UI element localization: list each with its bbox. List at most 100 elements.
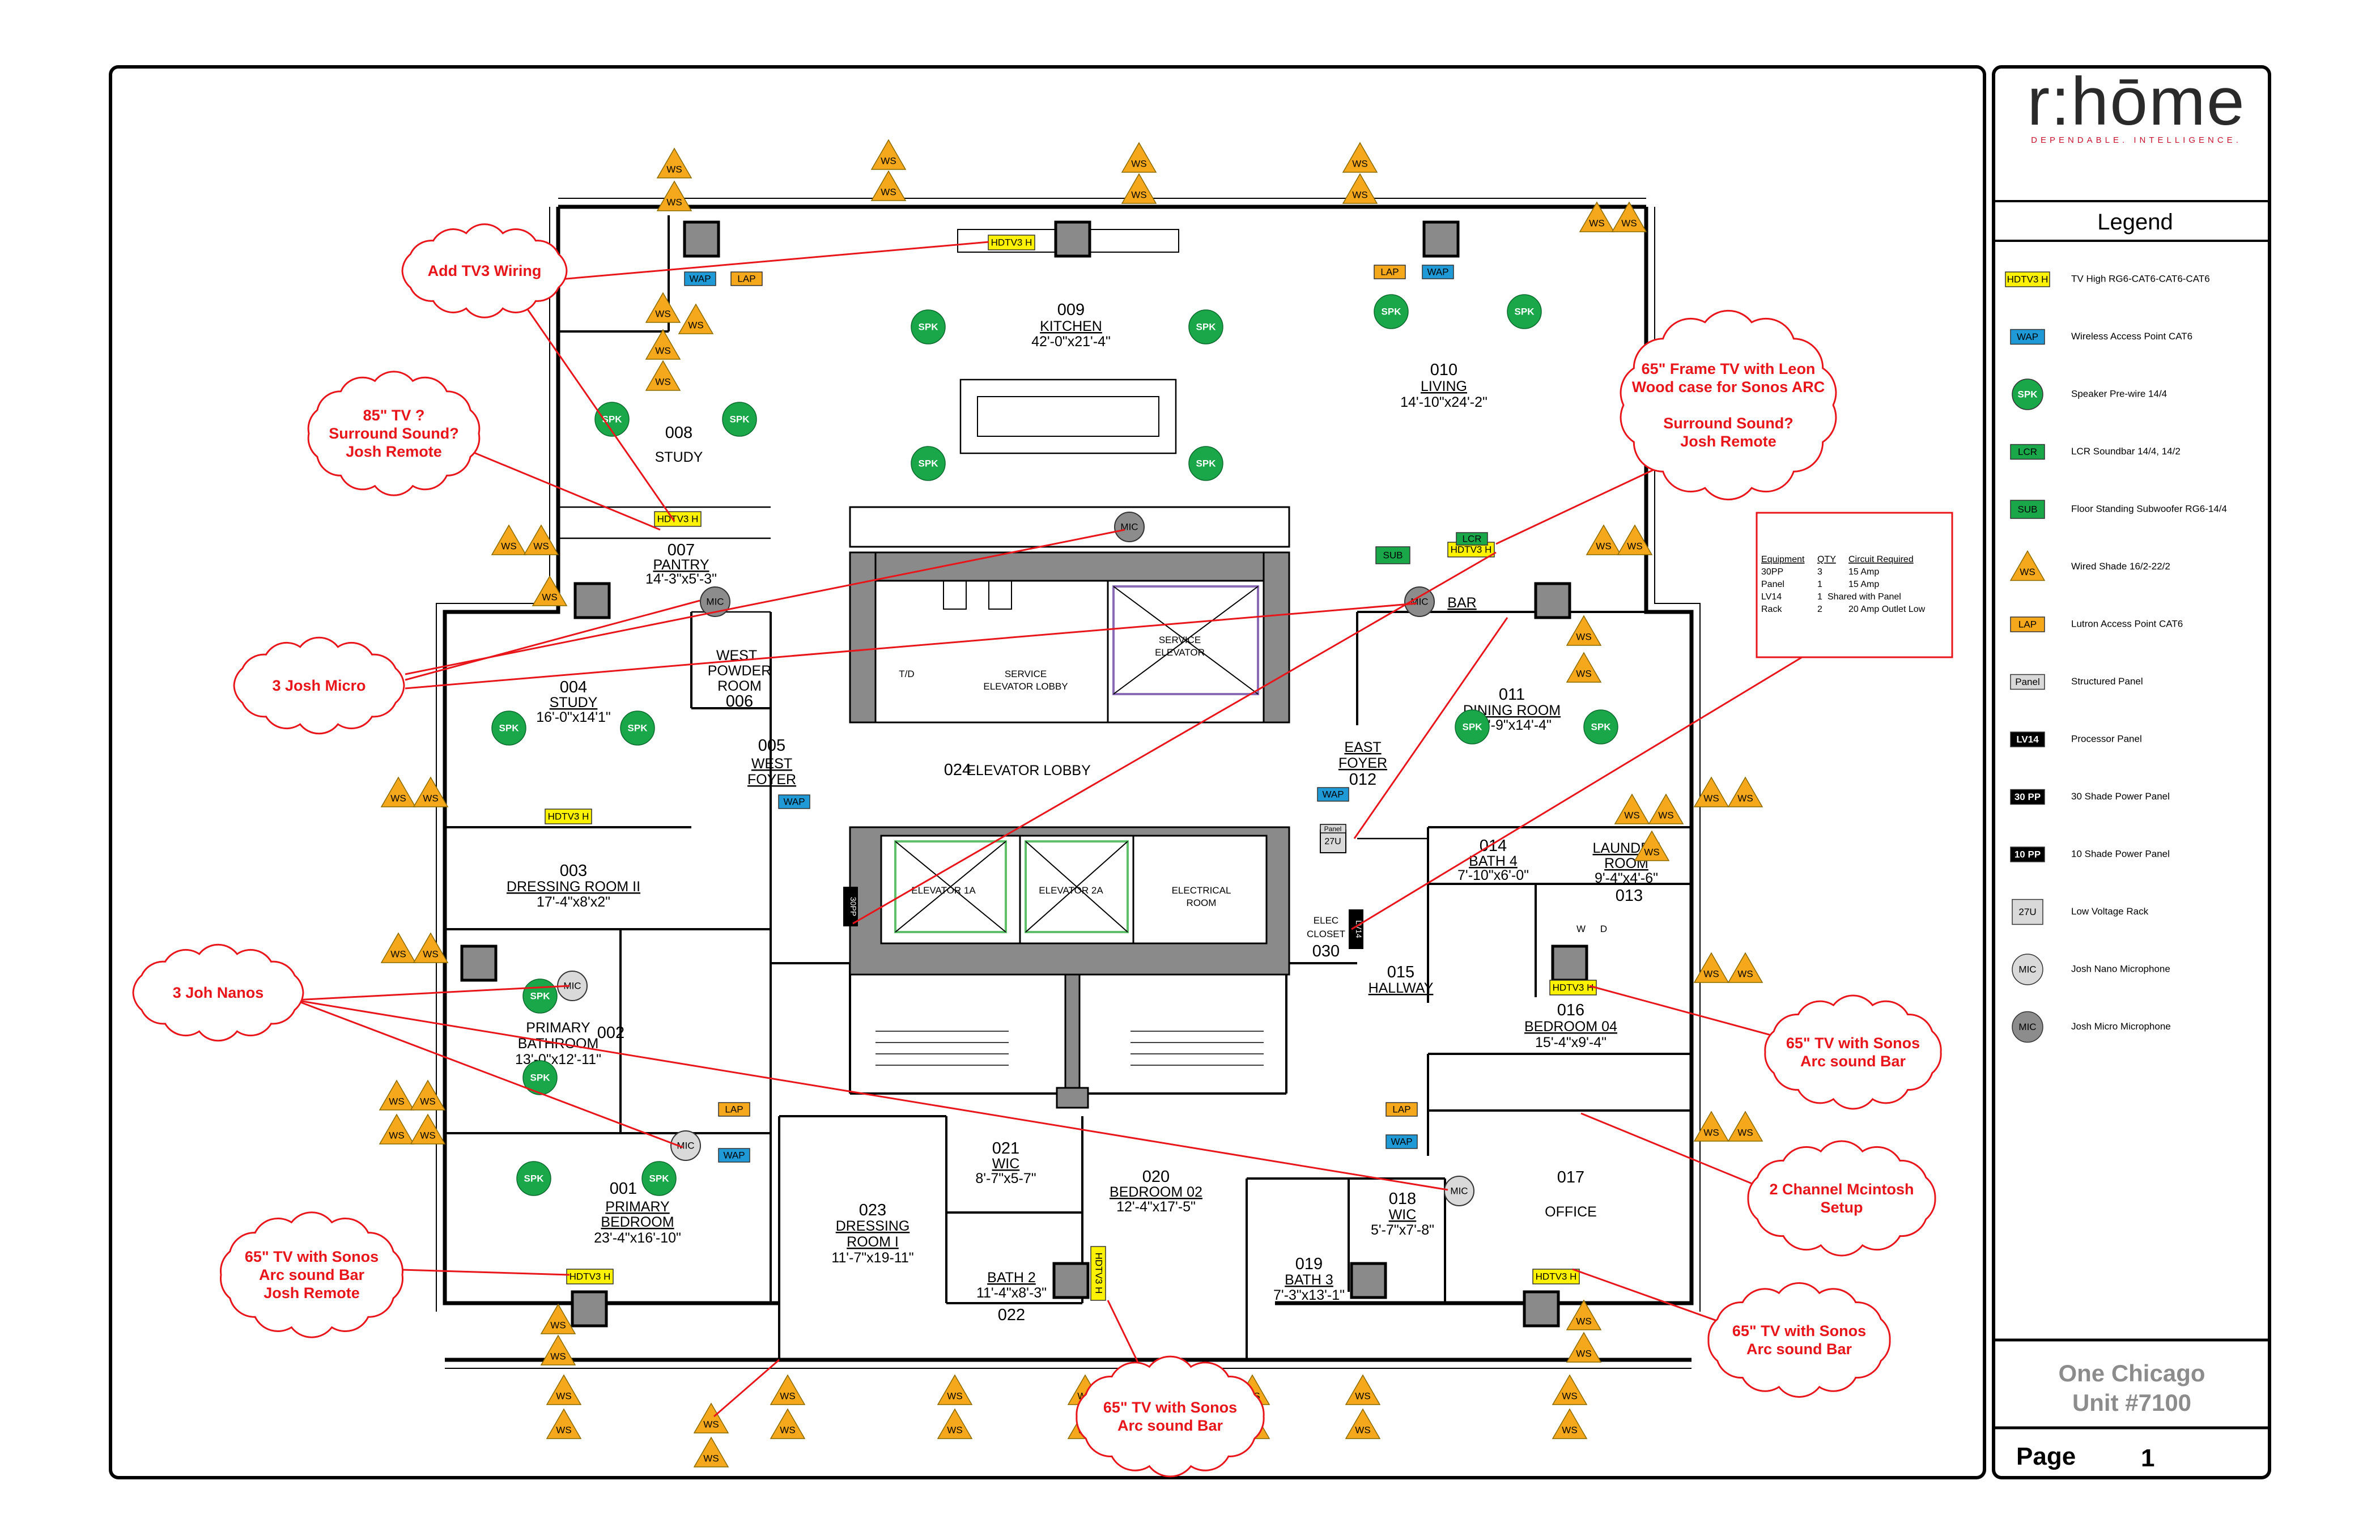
- speaker-icon: SPK: [911, 309, 946, 344]
- svg-text:WS: WS: [1355, 1390, 1370, 1401]
- structured-panel-label: Panel: [1324, 825, 1342, 833]
- wired-shade-icon: WS: [379, 1113, 415, 1145]
- svg-text:WS: WS: [1576, 1348, 1591, 1359]
- equipment-panels: 30PP LV14 27U Panel: [843, 824, 1363, 949]
- wired-shade-icon: WS: [1345, 1408, 1381, 1439]
- wired-shade-icon: WS: [1566, 615, 1602, 646]
- svg-text:WS: WS: [1131, 189, 1146, 200]
- callout-text: 3 Josh Micro: [272, 677, 366, 694]
- room-021-number: 021: [992, 1139, 1019, 1158]
- callout-text: 65" TV with Sonos: [1786, 1035, 1920, 1052]
- svg-text:WS: WS: [1596, 541, 1611, 551]
- svg-text:WS: WS: [1576, 668, 1591, 679]
- nano-mic-icon: [2012, 954, 2043, 985]
- room-010-number: 010: [1430, 361, 1457, 379]
- callout-text: 65" Frame TV with Leon: [1642, 360, 1816, 377]
- room-018-number: 018: [1389, 1190, 1416, 1208]
- legend-label: 10 Shade Power Panel: [2071, 848, 2170, 859]
- room-012-name-2: FOYER: [1338, 755, 1387, 771]
- callout-text: 85" TV ?: [363, 407, 425, 424]
- room-016-number: 016: [1557, 1001, 1584, 1019]
- room-022-number: 022: [998, 1306, 1025, 1324]
- svg-text:SPK: SPK: [524, 1173, 545, 1184]
- wired-shade-icon: WS: [645, 329, 681, 360]
- room-022-dims: 11'-4"x8'-3": [976, 1285, 1047, 1301]
- room-018-name: WIC: [1389, 1207, 1417, 1223]
- wired-shade-icon: WS: [532, 575, 568, 606]
- eq-row-2-qty: 1: [1817, 580, 1822, 589]
- room-011-number: 011: [1499, 686, 1525, 704]
- callout-text: Josh Remote: [346, 443, 442, 460]
- room-013-number: 013: [1616, 887, 1643, 905]
- svg-text:WAP: WAP: [783, 796, 805, 807]
- speaker-icon: SPK: [1188, 446, 1223, 481]
- eq-header-circuit: Circuit Required: [1848, 555, 1914, 564]
- room-023-name-2: ROOM I: [847, 1234, 899, 1250]
- room-004-dims: 16'-0"x14'1": [536, 709, 611, 725]
- room-014-dims: 7'-10"x6'-0": [1457, 867, 1529, 883]
- svg-text:Panel: Panel: [2015, 677, 2039, 687]
- elevator-1a-label: ELEVATOR 1A: [911, 885, 976, 896]
- room-bar-name: BAR: [1447, 595, 1476, 611]
- svg-text:WS: WS: [420, 1096, 435, 1107]
- lap-icon: LAP: [730, 271, 763, 286]
- wired-shade-icon: WS: [1566, 1331, 1602, 1363]
- wired-shade-icon: [2009, 550, 2046, 581]
- wired-shade-icon: WS: [1611, 201, 1647, 232]
- wired-shade-icon: WS: [523, 524, 559, 555]
- svg-text:HDTV3 H: HDTV3 H: [1451, 544, 1492, 555]
- rack-27u-label: 27U: [1324, 837, 1341, 846]
- panel-icon: [2010, 674, 2045, 690]
- svg-text:WS: WS: [1355, 1424, 1370, 1435]
- svg-text:MIC: MIC: [677, 1140, 694, 1151]
- wired-shade-icon: WS: [1121, 173, 1157, 204]
- wired-shade-icon: WS: [937, 1374, 973, 1405]
- wap-icon: WAP: [778, 794, 810, 809]
- wired-shade-icon: WS: [870, 170, 907, 201]
- room-004-name: STUDY: [550, 695, 598, 711]
- lap-icon: [2010, 616, 2045, 632]
- room-009-name: KITCHEN: [1040, 318, 1102, 334]
- svg-text:WS: WS: [780, 1390, 795, 1401]
- eq-row-2-equipment: Panel: [1761, 580, 1784, 589]
- wired-shade-icon: WS: [413, 776, 449, 807]
- callout-cloud: 3 Joh Nanos: [132, 943, 304, 1042]
- service-lobby-label-1: SERVICE: [1005, 669, 1047, 679]
- hdtv-icon: HDTV3 H: [654, 511, 702, 527]
- page-number: 1: [2141, 1444, 2154, 1472]
- room-023-name-1: DRESSING: [836, 1218, 910, 1234]
- wap-icon: [2010, 329, 2045, 345]
- svg-text:WS: WS: [1737, 793, 1753, 803]
- svg-text:WS: WS: [420, 1130, 435, 1141]
- sub-icon: SUB: [1375, 546, 1410, 564]
- svg-text:WS: WS: [1562, 1390, 1577, 1401]
- svg-text:WS: WS: [2020, 567, 2035, 577]
- legend-label: LCR Soundbar 14/4, 14/2: [2071, 446, 2181, 457]
- wired-shade-icon: WS: [1579, 201, 1615, 232]
- speaker-icon: SPK: [491, 711, 526, 746]
- legend-label: Low Voltage Rack: [2071, 906, 2149, 917]
- svg-text:WS: WS: [666, 197, 682, 207]
- rack-27u-icon: [1320, 829, 1346, 853]
- micro-mic-icon: MIC: [1404, 586, 1435, 617]
- svg-text:SPK: SPK: [1463, 721, 1483, 732]
- svg-text:WS: WS: [1131, 158, 1146, 169]
- wired-shade-icon: WS: [1693, 776, 1729, 807]
- svg-text:HDTV3 H: HDTV3 H: [991, 237, 1032, 248]
- svg-text:SPK: SPK: [1196, 321, 1217, 332]
- speaker-icon: SPK: [1374, 294, 1409, 329]
- lcr-icon: [2010, 444, 2045, 460]
- svg-text:SPK: SPK: [919, 321, 939, 332]
- room-001-dims: 23'-4"x16'-10": [594, 1230, 681, 1246]
- structured-panel-icon: [1320, 824, 1346, 833]
- room-019-number: 019: [1295, 1255, 1323, 1273]
- room-012-name-1: EAST: [1344, 739, 1381, 755]
- wap-icon: WAP: [1422, 265, 1454, 279]
- legend-label: 30 Shade Power Panel: [2071, 791, 2170, 802]
- svg-text:WS: WS: [1624, 810, 1639, 820]
